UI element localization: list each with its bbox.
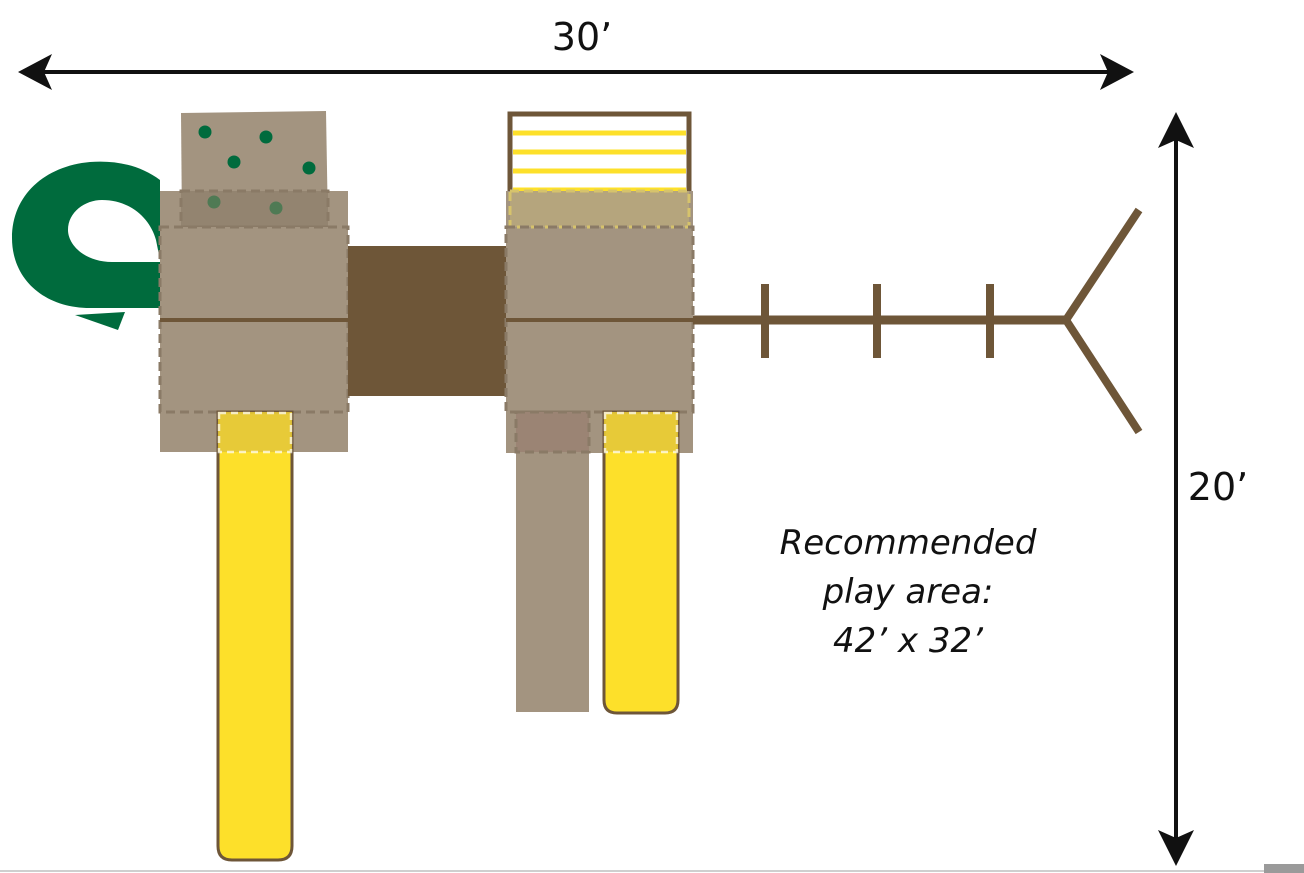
- play-area-note-line2: play area:: [822, 572, 994, 612]
- depth-dimension-label: 20’: [1188, 465, 1248, 509]
- depth-dimension-arrow: [1158, 112, 1194, 866]
- rock-wall-icon: [179, 111, 330, 229]
- play-area-note-line1: Recommended: [780, 523, 1037, 563]
- left-slide: [216, 410, 294, 862]
- width-dimension-label: 30’: [552, 15, 612, 59]
- play-area-note-line3: 42’ x 32’: [833, 621, 984, 661]
- scrollbar-corner: [1264, 864, 1304, 873]
- access-ramp: [514, 410, 591, 712]
- spiral-slide-icon: [12, 161, 160, 330]
- swing-beam-icon: [693, 207, 1143, 435]
- width-dimension-arrow: [18, 54, 1134, 90]
- bridge: [348, 246, 506, 396]
- right-slide: [602, 410, 680, 715]
